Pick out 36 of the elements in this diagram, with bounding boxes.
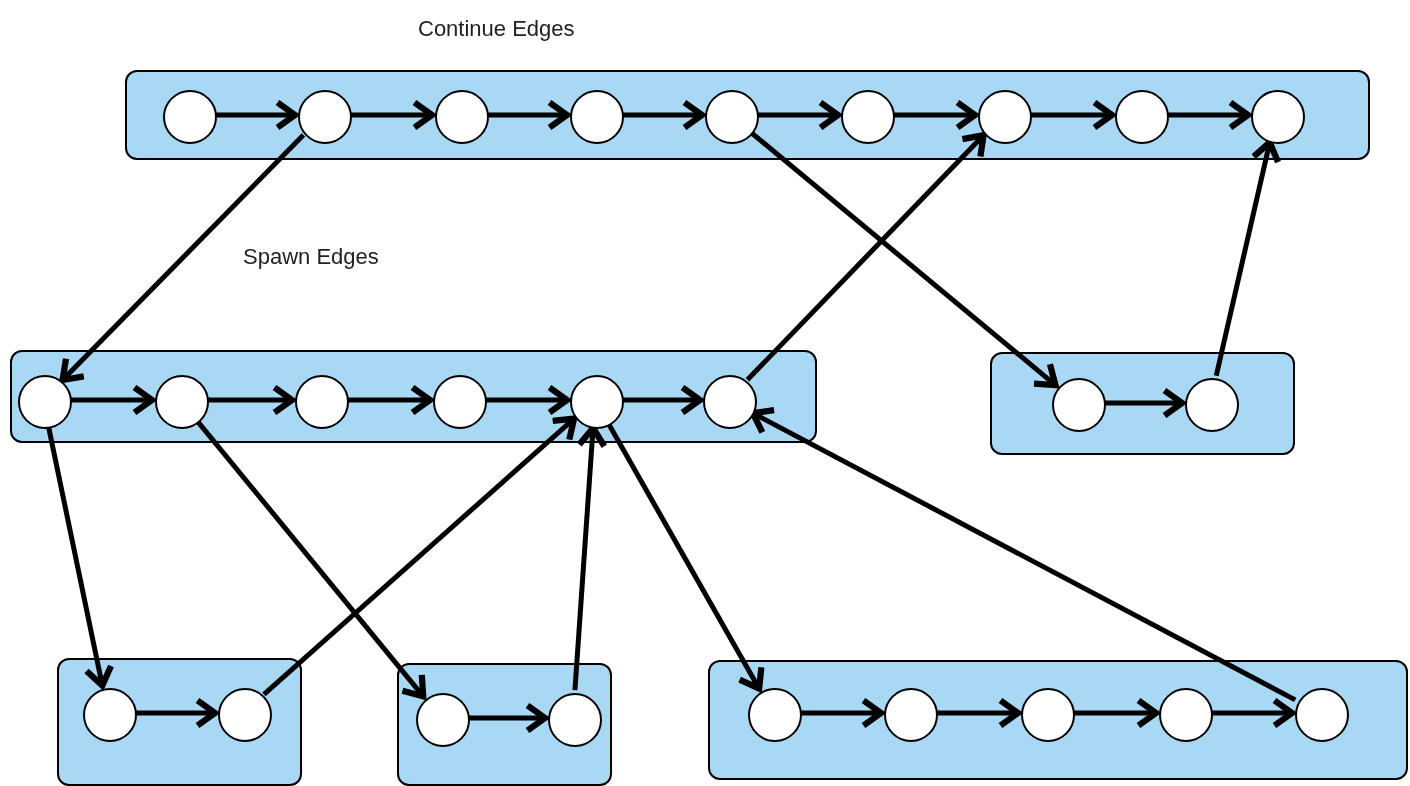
arrow bbox=[208, 384, 296, 416]
arrow bbox=[195, 420, 427, 700]
arrow bbox=[46, 426, 115, 689]
arrow bbox=[71, 384, 156, 416]
arrow bbox=[262, 415, 578, 697]
arrow bbox=[894, 99, 979, 131]
arrow bbox=[216, 99, 299, 131]
arrow bbox=[758, 99, 842, 131]
arrow bbox=[749, 407, 1297, 703]
arrow bbox=[606, 423, 765, 692]
arrow bbox=[136, 697, 219, 729]
arrow bbox=[745, 132, 987, 382]
arrow bbox=[1105, 387, 1186, 419]
thread-band bbox=[990, 352, 1295, 455]
arrow bbox=[801, 697, 885, 729]
arrow bbox=[623, 384, 704, 416]
thread-band bbox=[397, 663, 612, 786]
arrow bbox=[1031, 99, 1116, 131]
caption-text: Continue Edges bbox=[418, 15, 575, 43]
arrow bbox=[469, 702, 549, 734]
arrow bbox=[749, 130, 1059, 389]
thread-band bbox=[125, 70, 1370, 160]
thread-band bbox=[10, 350, 817, 443]
arrow bbox=[1074, 697, 1160, 729]
arrow bbox=[937, 697, 1022, 729]
arrow bbox=[1168, 99, 1252, 131]
arrow bbox=[623, 99, 706, 131]
thread-band bbox=[708, 660, 1408, 780]
arrow bbox=[351, 99, 436, 131]
caption-text: Spawn Edges bbox=[243, 243, 379, 271]
arrow bbox=[1212, 697, 1296, 729]
arrow bbox=[59, 133, 306, 384]
arrow bbox=[488, 99, 571, 131]
arrow bbox=[486, 384, 571, 416]
thread-band bbox=[57, 658, 302, 786]
arrow bbox=[348, 384, 434, 416]
